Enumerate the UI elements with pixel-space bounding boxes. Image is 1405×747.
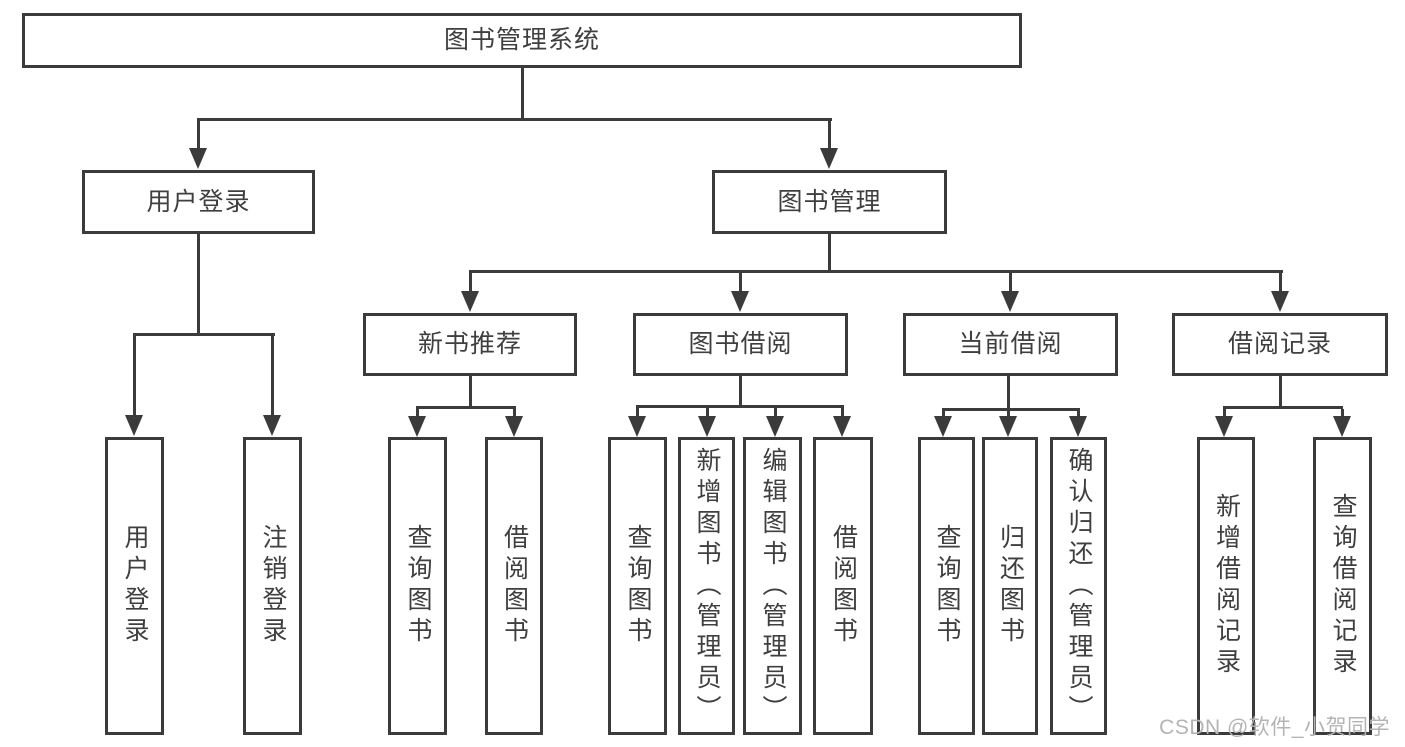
connector-book-management-trunk bbox=[828, 234, 831, 273]
node-borrowing-records: 借阅记录 bbox=[1172, 313, 1388, 376]
arrow-stem bbox=[1341, 409, 1344, 417]
node-label: 图书管理 bbox=[777, 187, 882, 216]
connector-user-login-trunk bbox=[197, 234, 200, 336]
node-label: 注销登录 bbox=[259, 524, 287, 648]
leaf-records-add-record: 新增借阅记录 bbox=[1197, 437, 1255, 735]
leaf-newbook-borrow-book: 借阅图书 bbox=[485, 437, 543, 735]
leaf-user-login: 用户登录 bbox=[105, 437, 164, 735]
arrow-head bbox=[263, 415, 281, 436]
node-label: 新增图书（管理员） bbox=[693, 446, 721, 726]
arrow-stem bbox=[133, 336, 136, 416]
node-label: 借阅图书 bbox=[500, 524, 529, 648]
connector-book-management-bar bbox=[469, 270, 1283, 273]
node-label: 当前借阅 bbox=[958, 330, 1063, 358]
node-label: 借阅记录 bbox=[1227, 330, 1332, 358]
arrow-stem bbox=[739, 273, 742, 292]
arrow-head bbox=[833, 416, 851, 437]
arrow-head bbox=[766, 416, 784, 437]
leaf-current-query-book: 查询图书 bbox=[918, 437, 975, 735]
arrow-stem bbox=[706, 408, 709, 417]
arrow-stem bbox=[828, 121, 831, 150]
arrow-head bbox=[999, 416, 1017, 437]
arrow-stem bbox=[1009, 273, 1012, 292]
connector-root-trunk bbox=[521, 67, 524, 121]
arrow-stem bbox=[1279, 273, 1282, 292]
leaf-records-query-record: 查询借阅记录 bbox=[1313, 437, 1372, 735]
connector-borrowing-records-bar bbox=[1223, 406, 1343, 409]
arrow-head bbox=[820, 148, 838, 169]
leaf-borrowing-add-book-admin: 新增图书（管理员） bbox=[678, 437, 735, 735]
node-label: 新书推荐 bbox=[417, 330, 522, 358]
arrow-head bbox=[1271, 291, 1289, 312]
arrow-head bbox=[1333, 416, 1351, 437]
node-book-management: 图书管理 bbox=[712, 170, 947, 234]
arrow-stem bbox=[1007, 411, 1010, 417]
node-label: 归还图书 bbox=[996, 524, 1025, 648]
arrow-head bbox=[1215, 416, 1233, 437]
arrow-stem bbox=[197, 121, 200, 150]
leaf-newbook-query-book: 查询图书 bbox=[388, 437, 447, 735]
node-root-library-management-system: 图书管理系统 bbox=[22, 13, 1022, 68]
leaf-borrowing-borrow-book: 借阅图书 bbox=[813, 437, 873, 735]
node-label: 查询图书 bbox=[624, 524, 652, 648]
node-label: 查询图书 bbox=[933, 524, 961, 648]
arrow-head bbox=[731, 291, 749, 312]
leaf-borrowing-query-book: 查询图书 bbox=[608, 437, 667, 735]
arrow-stem bbox=[841, 408, 844, 417]
connector-book-borrowing-bar bbox=[636, 405, 844, 408]
node-label: 确认归还（管理员） bbox=[1065, 446, 1093, 726]
connector-root-bar bbox=[197, 118, 832, 121]
arrow-stem bbox=[1223, 409, 1226, 417]
arrow-stem bbox=[1077, 411, 1080, 417]
leaf-current-return-book: 归还图书 bbox=[982, 437, 1038, 735]
node-label: 借阅图书 bbox=[829, 524, 858, 648]
node-label: 查询借阅记录 bbox=[1329, 493, 1357, 679]
connector-new-book-trunk bbox=[469, 376, 472, 409]
arrow-head bbox=[505, 416, 523, 437]
node-current-borrowing: 当前借阅 bbox=[903, 313, 1118, 376]
arrow-head bbox=[1001, 291, 1019, 312]
arrow-stem bbox=[271, 336, 274, 416]
csdn-watermark: CSDN @软件_小贺同学 bbox=[1159, 716, 1390, 739]
connector-borrowing-records-trunk bbox=[1279, 376, 1282, 409]
node-book-borrowing: 图书借阅 bbox=[633, 313, 848, 376]
node-label: 用户登录 bbox=[146, 187, 251, 216]
arrow-head bbox=[1069, 416, 1087, 437]
arrow-head bbox=[461, 291, 479, 312]
arrow-head bbox=[934, 416, 952, 437]
arrow-stem bbox=[513, 409, 516, 417]
node-label: 用户登录 bbox=[121, 524, 149, 648]
arrow-head bbox=[628, 416, 646, 437]
leaf-logout: 注销登录 bbox=[243, 437, 302, 735]
connector-book-borrowing-trunk bbox=[739, 376, 742, 408]
node-label: 图书借阅 bbox=[688, 330, 793, 358]
node-label: 编辑图书（管理员） bbox=[759, 446, 787, 726]
arrow-stem bbox=[416, 409, 419, 417]
arrow-head bbox=[125, 415, 143, 436]
arrow-stem bbox=[774, 408, 777, 417]
connector-current-borrowing-bar bbox=[942, 408, 1080, 411]
arrow-head bbox=[698, 416, 716, 437]
node-label: 查询图书 bbox=[404, 524, 432, 648]
arrow-head bbox=[408, 416, 426, 437]
leaf-current-confirm-return-admin: 确认归还（管理员） bbox=[1050, 437, 1107, 735]
arrow-stem bbox=[469, 273, 472, 292]
node-label: 新增借阅记录 bbox=[1212, 493, 1241, 679]
arrow-stem bbox=[942, 411, 945, 417]
node-new-book-recommendation: 新书推荐 bbox=[363, 313, 577, 376]
arrow-head bbox=[189, 148, 207, 169]
leaf-borrowing-edit-book-admin: 编辑图书（管理员） bbox=[743, 437, 802, 735]
connector-new-book-bar bbox=[416, 406, 516, 409]
connector-current-borrowing-trunk bbox=[1007, 376, 1010, 411]
connector-user-login-bar bbox=[133, 333, 275, 336]
node-label: 图书管理系统 bbox=[443, 26, 600, 54]
node-user-login: 用户登录 bbox=[82, 170, 315, 234]
arrow-stem bbox=[636, 408, 639, 417]
